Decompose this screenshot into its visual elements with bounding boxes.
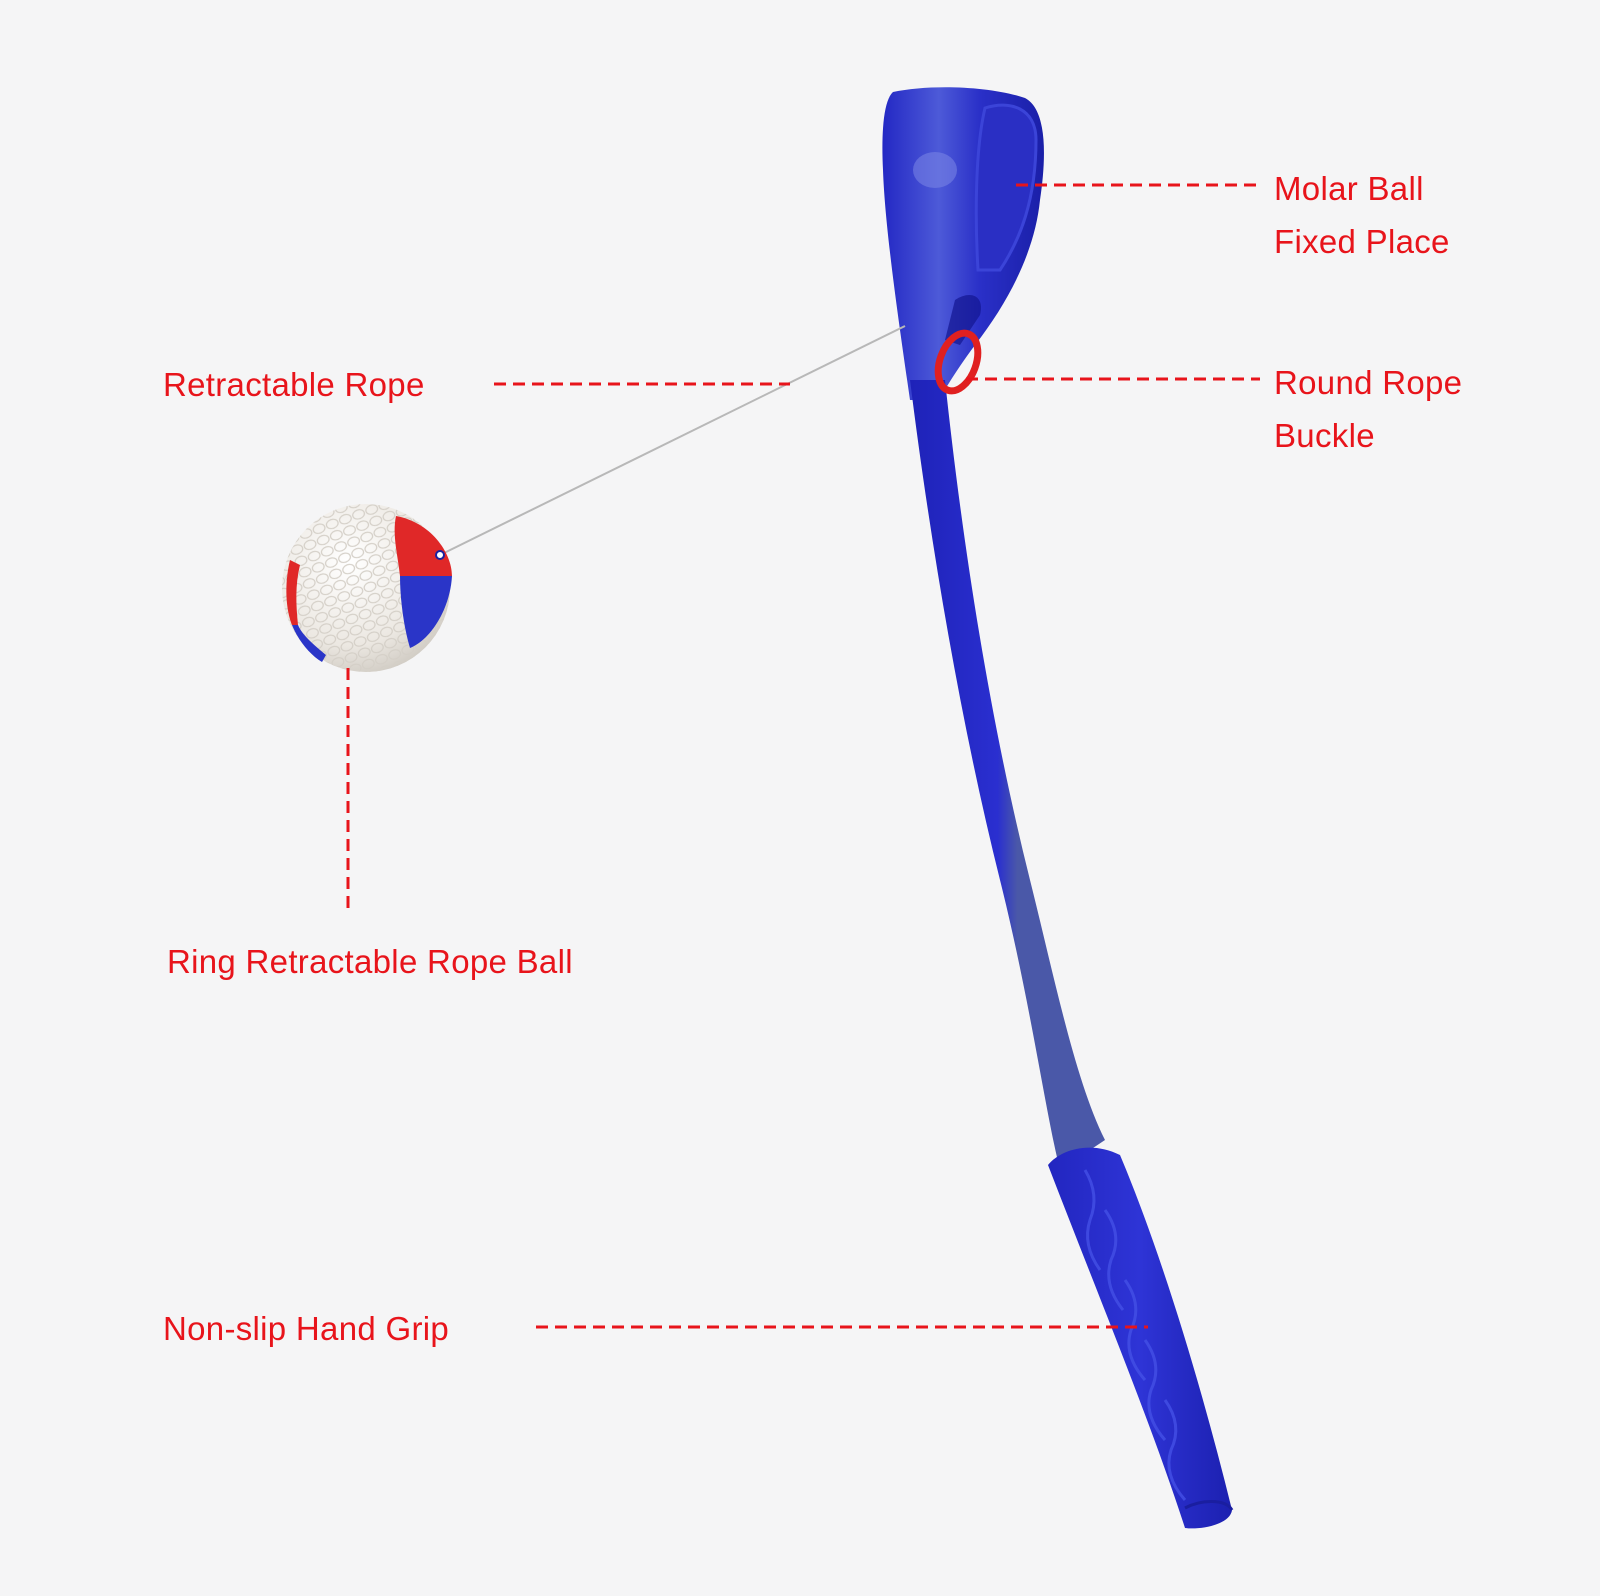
launcher-shaft: [910, 380, 1105, 1170]
label-round-rope-line1: Round Rope: [1274, 364, 1463, 401]
label-molar-ball-line2: Fixed Place: [1274, 223, 1450, 260]
leader-lines: [346, 183, 1260, 1329]
rope-ball: [282, 504, 452, 672]
label-hand-grip-text: Non-slip Hand Grip: [163, 1310, 450, 1347]
label-retractable-rope: Retractable Rope: [163, 358, 425, 411]
label-ring-ball-text: Ring Retractable Rope Ball: [167, 943, 573, 980]
label-round-rope-buckle: Round Rope Buckle: [1274, 356, 1462, 462]
label-molar-ball-fixed-place: Molar Ball Fixed Place: [1274, 162, 1450, 268]
launcher: [882, 87, 1234, 1529]
hand-grip: [1048, 1147, 1232, 1529]
rope-buckle: [934, 329, 982, 395]
label-ring-retractable-rope-ball: Ring Retractable Rope Ball: [167, 935, 573, 988]
retractable-rope: [437, 325, 906, 557]
cup-opening: [974, 103, 1038, 272]
label-retractable-rope-text: Retractable Rope: [163, 366, 425, 403]
label-molar-ball-line1: Molar Ball: [1274, 170, 1424, 207]
label-non-slip-hand-grip: Non-slip Hand Grip: [163, 1302, 449, 1355]
label-round-rope-line2: Buckle: [1274, 417, 1375, 454]
